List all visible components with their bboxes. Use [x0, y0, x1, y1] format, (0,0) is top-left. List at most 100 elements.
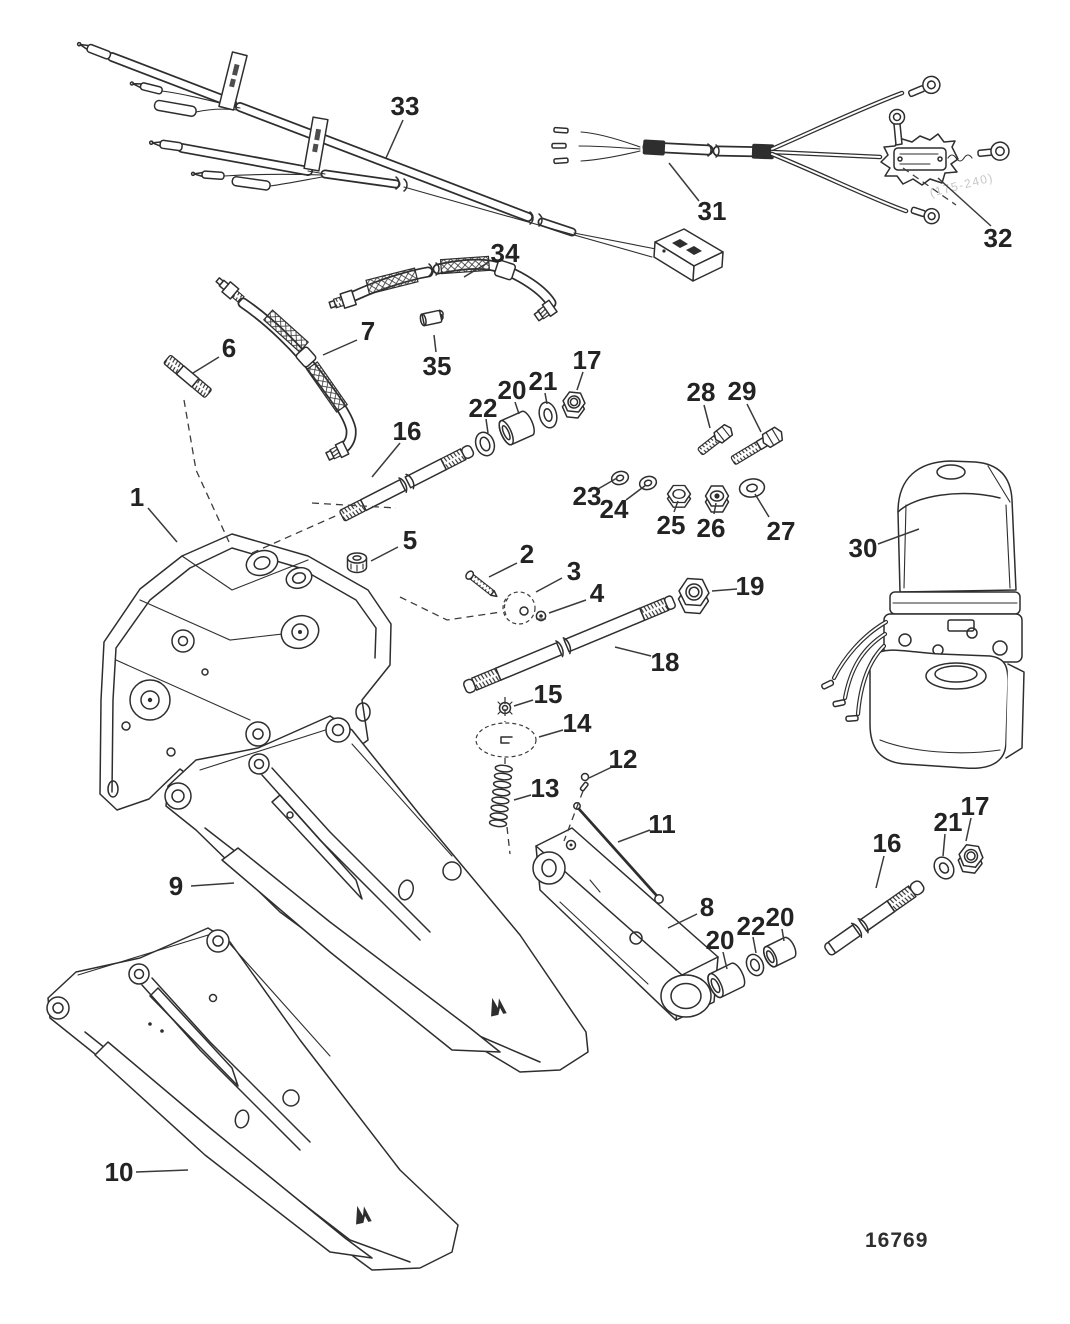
part-stern-bracket-10 [46, 927, 459, 1271]
part-cap-nut-5 [346, 552, 368, 574]
callout-22-lower: 22 [737, 911, 766, 941]
callout-leader-2 [488, 562, 518, 578]
callout-leader-33 [385, 119, 404, 159]
callout-9: 9 [169, 871, 183, 901]
blunt-terminal-icon [231, 176, 271, 191]
callout-28: 28 [687, 377, 716, 407]
callout-leader-21-lower [942, 833, 946, 857]
part-nut-19 [677, 577, 710, 615]
part-nut-25 [666, 484, 692, 508]
wire-tag-icon [303, 116, 329, 172]
callout-leader-20-upper [514, 401, 520, 415]
callout-leader-21-upper [544, 392, 548, 405]
callout-20-upper: 20 [498, 375, 527, 405]
callout-leader-10 [135, 1169, 189, 1173]
part-trim-pump-30 [821, 460, 1025, 770]
hose-elbow-fitting-icon [533, 299, 558, 322]
harness-connector-icon [653, 228, 724, 282]
callout-leader-32 [937, 177, 992, 227]
part-stud-6 [163, 354, 212, 398]
callout-leader-22-upper [485, 418, 489, 434]
callout-leader-16-upper [371, 442, 401, 478]
callout-leader-5 [370, 546, 399, 562]
callout-leader-1 [147, 507, 178, 543]
hose-fitting-icon [325, 440, 350, 461]
callout-17-upper: 17 [573, 345, 602, 375]
callout-leader-31 [668, 162, 700, 202]
callout-leader-28 [703, 404, 711, 429]
callout-leader-8 [667, 913, 698, 929]
part-wave-washer-14 [475, 722, 537, 758]
callout-leader-17-lower [965, 817, 972, 842]
callout-32: 32 [984, 223, 1013, 253]
callout-16-lower: 16 [873, 828, 902, 858]
callout-leader-14 [538, 729, 564, 738]
callout-34: 34 [491, 238, 520, 268]
callout-19: 19 [736, 571, 765, 601]
part-wiring-harness-31: (175-240) [551, 75, 1010, 225]
part-anchor-pin-16-lower [824, 880, 925, 956]
callout-leader-25 [673, 500, 679, 513]
bullet-terminal-icon [190, 170, 225, 181]
callout-layer: 1234567891011121314151616171718192020202… [105, 91, 1013, 1187]
callout-35: 35 [423, 351, 452, 381]
eyelet-icon [888, 108, 906, 146]
callout-22-upper: 22 [469, 393, 498, 423]
part-bushing-20-upper [498, 410, 535, 446]
callout-leader-11 [617, 829, 651, 843]
part-screw-2 [465, 570, 498, 598]
callout-1: 1 [130, 482, 144, 512]
bullet-terminal-icon [129, 81, 163, 95]
callout-17-lower: 17 [961, 791, 990, 821]
callout-leader-19 [711, 588, 738, 592]
wire-tag-icon [218, 51, 248, 111]
callout-2: 2 [520, 539, 534, 569]
callout-leader-26 [713, 502, 717, 515]
part-bushing-20-lower-right [762, 936, 797, 968]
callout-6: 6 [222, 333, 236, 363]
callout-26: 26 [697, 513, 726, 543]
callout-leader-17-upper [576, 371, 584, 391]
callout-25: 25 [657, 510, 686, 540]
callout-leader-4 [548, 599, 587, 614]
callout-leader-22-lower [752, 936, 757, 954]
part-retainer-3 [502, 591, 536, 625]
callout-31: 31 [698, 196, 727, 226]
alignment-dashed-lines [183, 399, 584, 855]
part-bushing-20-lower-left [707, 962, 746, 999]
part-oring-22-upper [474, 431, 496, 457]
callout-leader-15 [513, 699, 534, 707]
callout-leader-20-lower-right [781, 928, 785, 942]
callout-20-lower-left: 20 [706, 925, 735, 955]
callout-21-upper: 21 [529, 366, 558, 396]
part-pivot-pin-18 [462, 595, 676, 694]
callout-16-upper: 16 [393, 416, 422, 446]
callout-leader-20-lower-left [722, 951, 728, 970]
part-trim-cylinder-8 [532, 827, 719, 1021]
callout-leader-12 [588, 766, 613, 779]
callout-30: 30 [849, 533, 878, 563]
part-spring-13 [488, 764, 513, 828]
callout-leader-3 [535, 577, 563, 593]
part-washer-21-upper [538, 401, 558, 429]
ring-terminal-icon [910, 206, 940, 225]
hose-fitting-icon [215, 277, 245, 304]
callout-14: 14 [563, 708, 592, 738]
callout-leader-9 [190, 882, 235, 887]
callout-leader-18 [614, 646, 652, 657]
ring-terminal-icon [977, 141, 1010, 161]
part-washer-23 [610, 470, 630, 486]
part-nut-4 [535, 610, 547, 622]
part-oring-22-lower [745, 953, 765, 977]
callout-15: 15 [534, 679, 563, 709]
bullet-terminal-icon [76, 41, 112, 60]
part-fuse-32 [880, 108, 973, 186]
callout-leader-23 [597, 477, 618, 490]
callout-leader-34 [463, 261, 490, 278]
callout-20-lower-right: 20 [766, 902, 795, 932]
callout-27: 27 [767, 516, 796, 546]
part-stern-bracket-9 [164, 715, 589, 1073]
callout-24: 24 [600, 494, 629, 524]
callout-leader-29 [746, 403, 762, 433]
